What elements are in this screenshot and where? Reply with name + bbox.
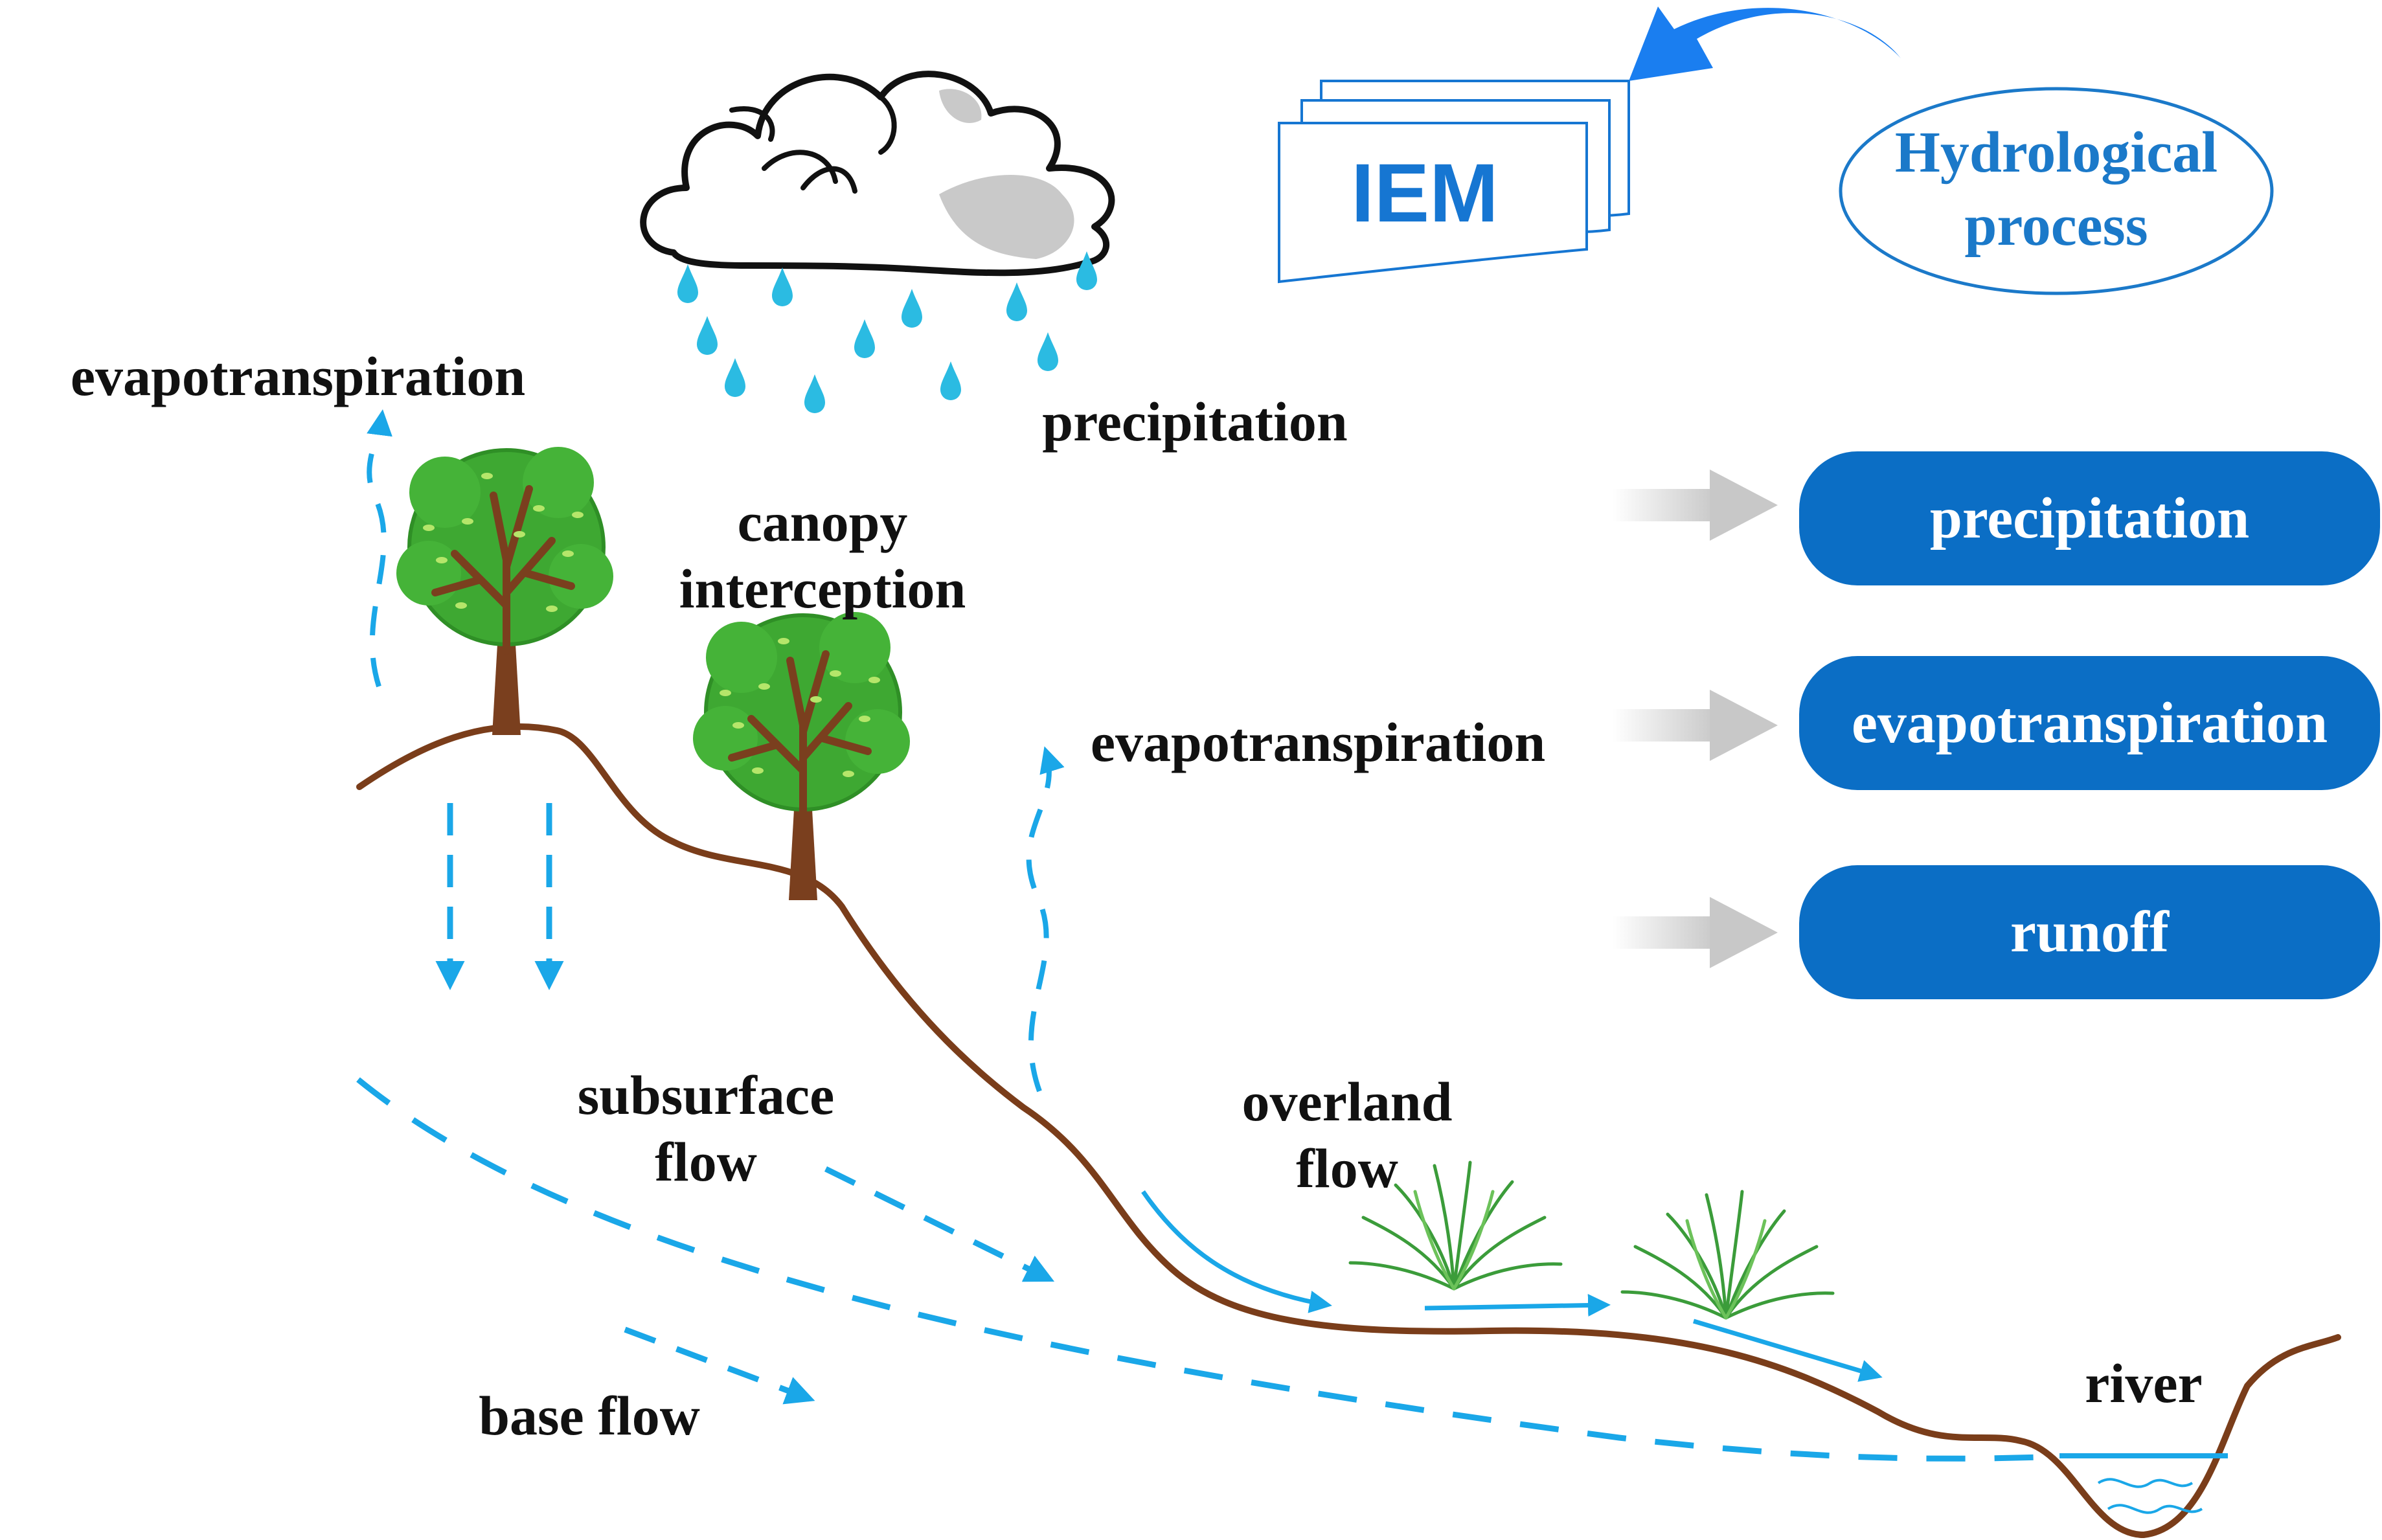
evapotranspiration-label-left: evapotranspiration — [70, 345, 526, 407]
evapotranspiration-label-mid: evapotranspiration — [1090, 711, 1546, 773]
raindrop-icon — [772, 267, 793, 306]
overland-flow-line2: flow — [1296, 1137, 1398, 1200]
precipitation-label-top: precipitation — [1042, 391, 1348, 453]
output-evapotranspiration: evapotranspiration — [1799, 656, 2380, 790]
cloud-icon — [640, 71, 1115, 277]
overland-flow-line1: overland — [1242, 1070, 1453, 1133]
hydrological-process-label: Hydrological process — [1852, 117, 2260, 262]
raindrop-icon — [697, 316, 718, 355]
base-flow-label: base flow — [479, 1385, 700, 1447]
output-precipitation: precipitation — [1799, 451, 2380, 585]
raindrop-icon — [1006, 282, 1027, 321]
raindrop-icon — [1038, 332, 1058, 371]
raindrop-icon — [725, 358, 745, 397]
canopy-interception-line2: interception — [679, 558, 966, 620]
tree-icon-left — [396, 447, 613, 735]
document-stack-icon — [1278, 80, 1630, 284]
hydrological-process-ellipse — [1839, 87, 2274, 295]
hydrological-process-line1: Hydrological — [1894, 120, 2218, 185]
gray-arrow-1 — [1613, 470, 1778, 541]
canopy-interception-line1: canopy — [737, 491, 908, 553]
overland-flow-label: overland flow — [1205, 1069, 1490, 1202]
river-label: river — [2085, 1352, 2203, 1414]
subsurface-flow-label: subsurface flow — [538, 1062, 874, 1195]
gray-arrow-2 — [1613, 690, 1778, 761]
canopy-interception-label: canopy interception — [635, 489, 1010, 622]
raindrop-icon — [902, 289, 922, 328]
ground-profile — [356, 723, 2341, 1539]
evapotranspiration-arrow-left — [367, 409, 392, 688]
curved-arrow-icon — [1629, 6, 1901, 81]
hydrological-process-line2: process — [1964, 193, 2148, 258]
river-wave-1 — [2097, 1478, 2194, 1488]
subsurface-flow-line1: subsurface — [577, 1064, 835, 1126]
overland-flow-arrow-1 — [1141, 1190, 1332, 1313]
output-runoff: runoff — [1799, 865, 2380, 999]
gray-arrow-3 — [1613, 897, 1778, 968]
base-flow-curve — [356, 1077, 2041, 1462]
raindrop-icon — [854, 319, 875, 358]
raindrop-icon — [804, 374, 825, 413]
grass-icon-2 — [1622, 1192, 1833, 1318]
river-wave-2 — [2107, 1504, 2203, 1514]
raindrop-icon — [677, 264, 698, 303]
evapotranspiration-arrow-mid — [1026, 746, 1065, 1093]
raindrop-icon — [940, 361, 961, 400]
overland-flow-arrow-2 — [1424, 1294, 1611, 1317]
iem-label: IEM — [1351, 147, 1499, 240]
subsurface-flow-line2: flow — [655, 1131, 757, 1194]
overland-flow-arrow-3 — [1692, 1319, 1883, 1382]
subsurface-flow-arrow — [824, 1166, 1055, 1282]
